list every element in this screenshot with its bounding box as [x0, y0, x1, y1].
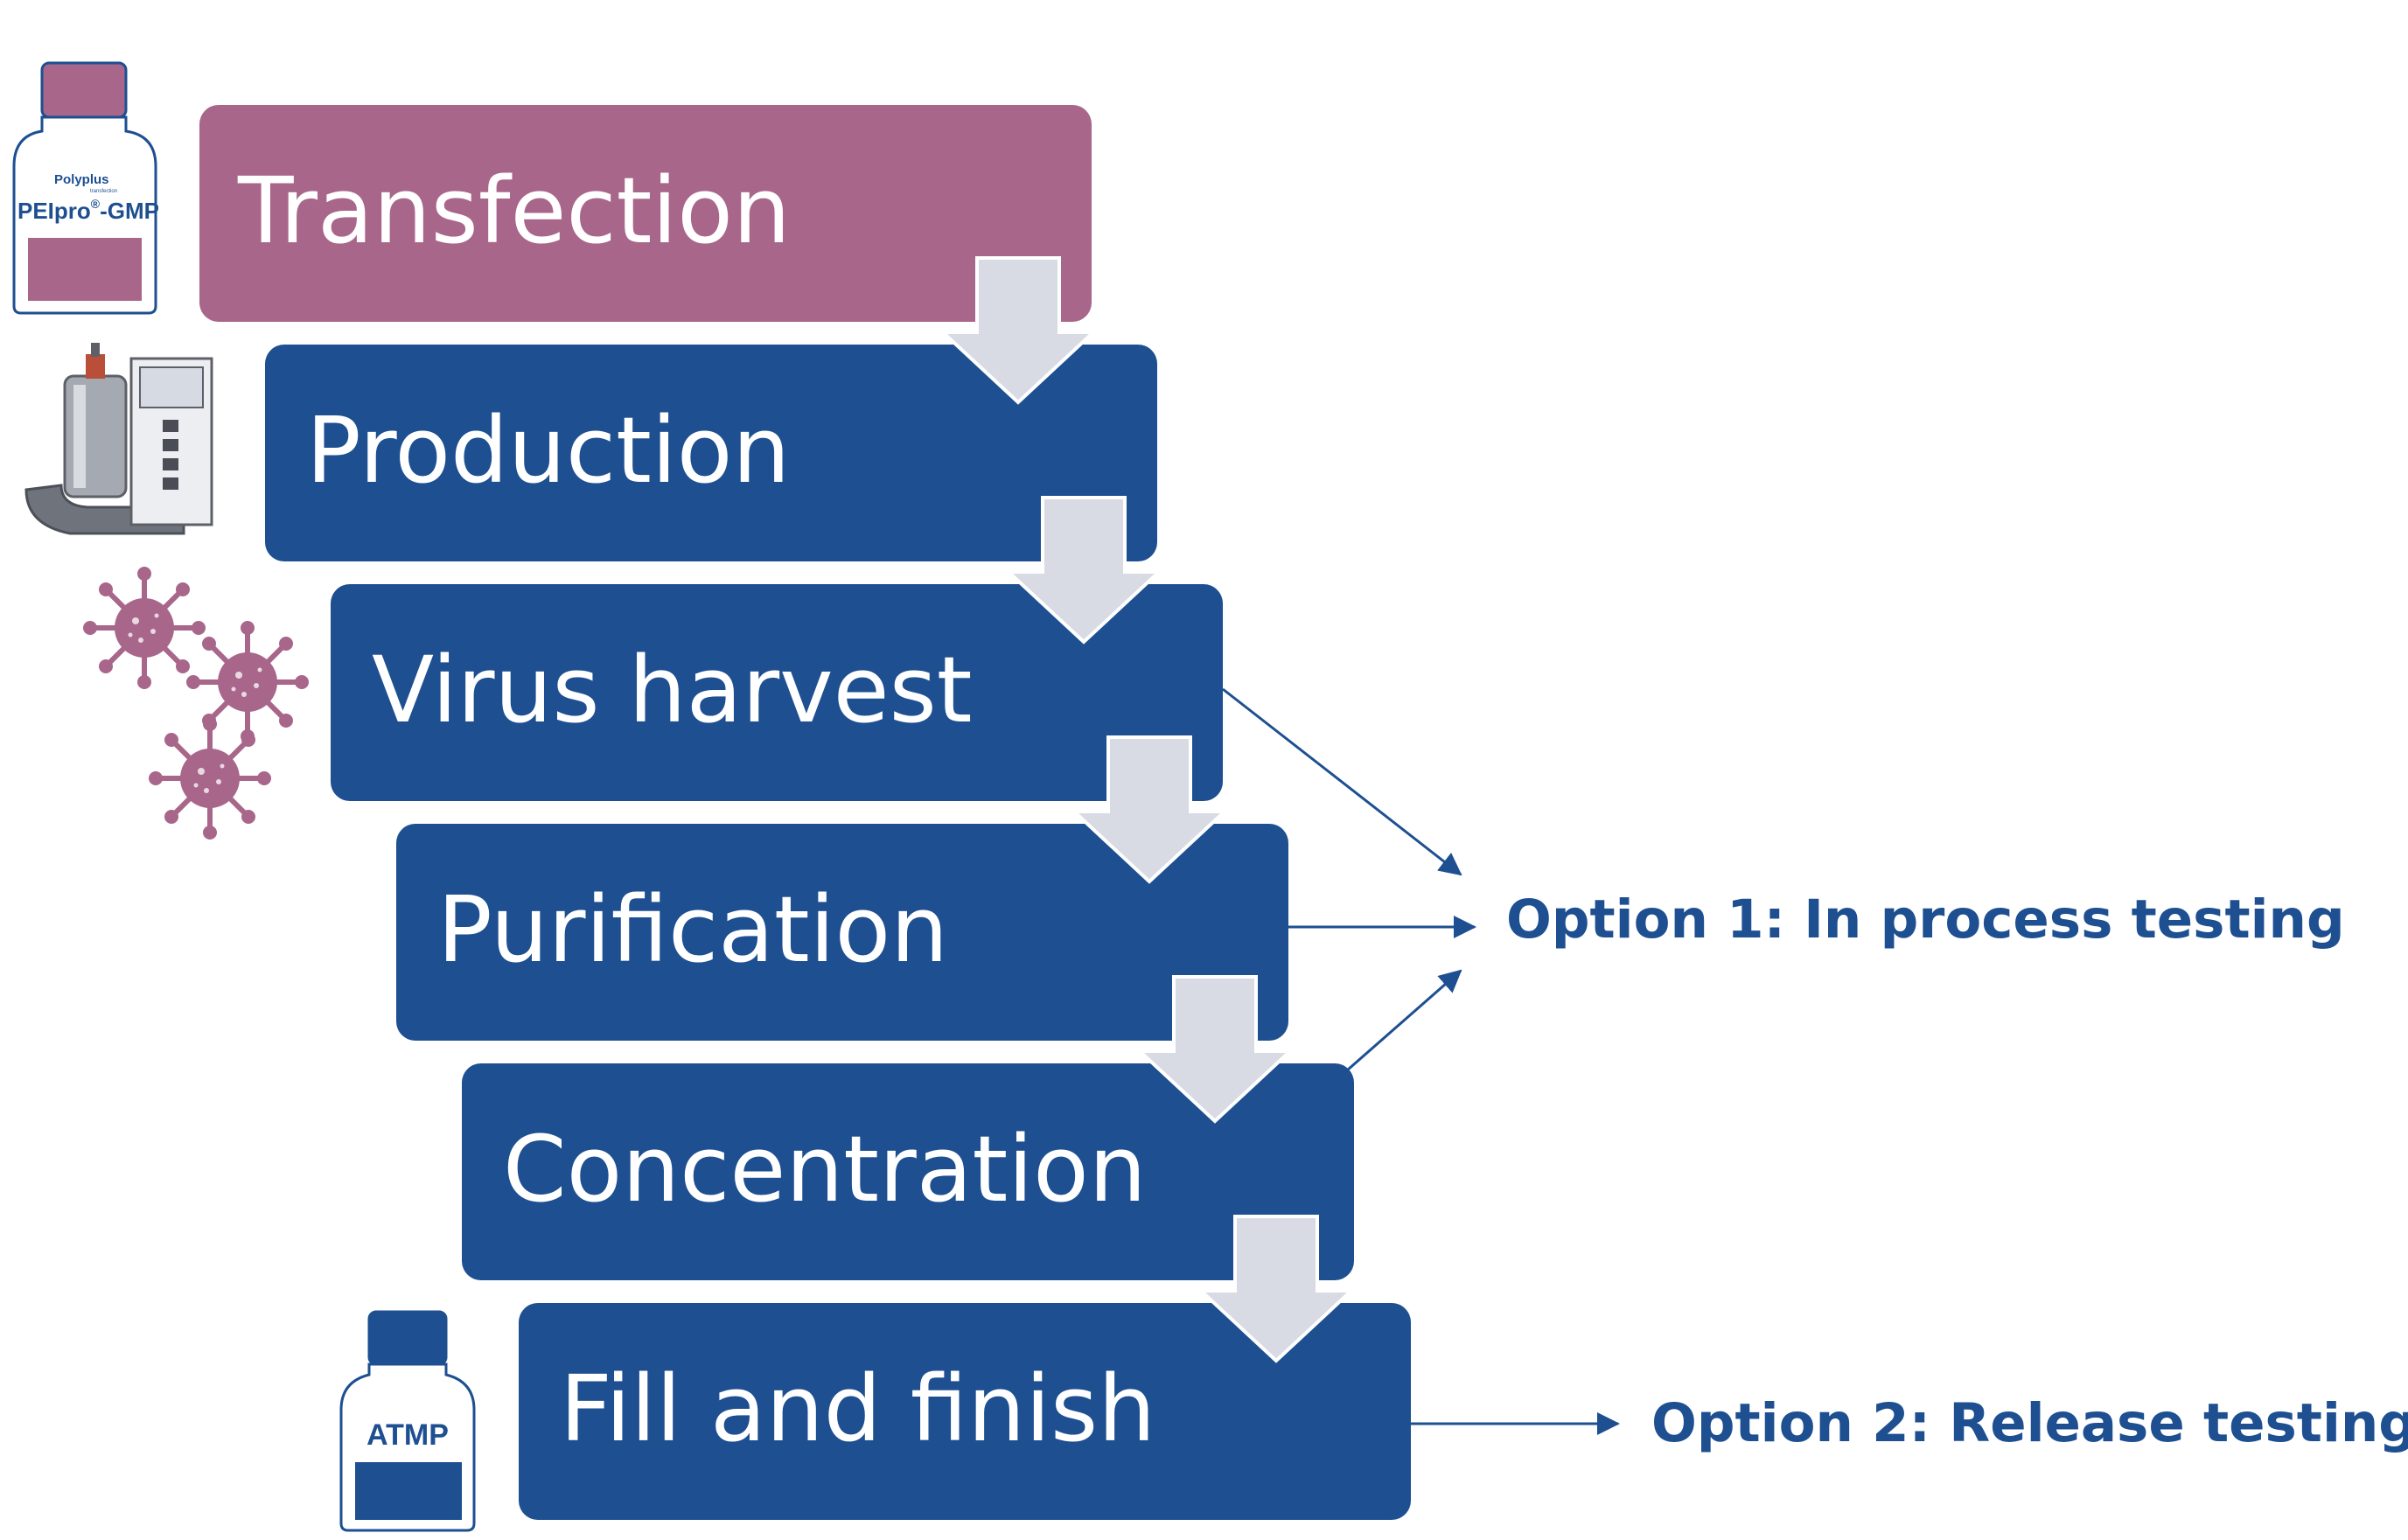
down-arrow-icon [938, 256, 1099, 405]
atmp-label: ATMP [366, 1418, 449, 1452]
virus-icon [83, 567, 206, 689]
step-label-virus-harvest: Virus harvest [372, 637, 973, 743]
down-arrow-icon [1196, 1215, 1357, 1363]
step-label-transfection: Transfection [237, 157, 791, 264]
atmp-bottle-icon: ATMP [339, 1310, 476, 1532]
reagent-bottle-icon: Polyplus transfection PEIpro®-GMP [12, 61, 159, 315]
step-label-concentration: Concentration [503, 1116, 1147, 1223]
connector-virus-harvest [1222, 687, 1462, 876]
option-1-label: Option 1: In process testing [1506, 888, 2345, 951]
step-boxes [199, 105, 1411, 1520]
step-box-virus-harvest [331, 584, 1223, 801]
down-arrow-icon [1003, 496, 1164, 645]
step-label-purification: Purification [437, 876, 948, 983]
step-box-transfection [199, 105, 1092, 322]
reagent-brand: Polyplus [54, 172, 109, 187]
bioreactor-icon [24, 343, 213, 535]
step-box-production [265, 345, 1157, 561]
virus-icon [149, 717, 271, 840]
step-label-production: Production [306, 397, 790, 504]
step-box-fill-and-finish [519, 1303, 1411, 1520]
step-labels: Transfection Production Virus harvest Pu… [237, 157, 1155, 1462]
reagent-product: PEIpro®-GMP [17, 197, 159, 224]
reagent-brand-tagline: transfection [90, 189, 117, 194]
down-arrow-icon [1134, 975, 1295, 1124]
option-2-label: Option 2: Release testing [1651, 1392, 2408, 1454]
connector-concentration [1346, 969, 1462, 1072]
testing-connectors [1222, 687, 1620, 1435]
down-arrow-icon [1069, 735, 1230, 884]
step-box-purification [396, 824, 1288, 1041]
step-box-concentration [462, 1063, 1354, 1280]
step-label-fill-and-finish: Fill and finish [560, 1355, 1155, 1462]
step-arrows [938, 256, 1357, 1363]
virus-icons [83, 567, 309, 840]
